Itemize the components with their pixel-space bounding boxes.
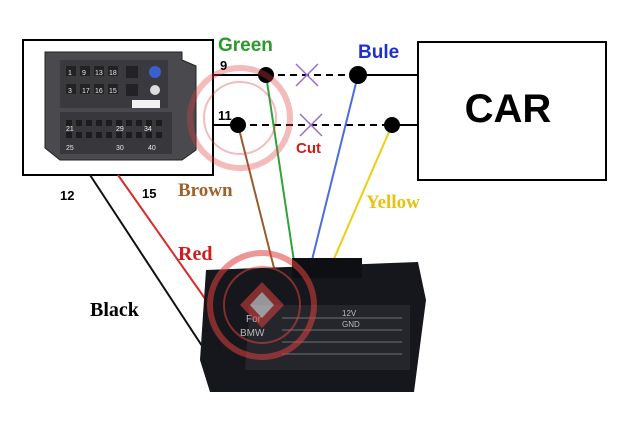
watermark-stamp bbox=[207, 250, 317, 360]
red-label: Red bbox=[178, 243, 212, 265]
module-12v-label: 12V bbox=[342, 309, 357, 318]
pin11-label: 11 bbox=[218, 108, 232, 123]
pin-label: 17 bbox=[82, 88, 90, 95]
brown-label: Brown bbox=[178, 180, 233, 201]
yellow-wire bbox=[329, 124, 393, 269]
junction-dot-blue bbox=[349, 66, 367, 84]
junction-dot-green bbox=[258, 67, 274, 83]
pin-label: 3 bbox=[68, 88, 72, 95]
junction-dot-brown bbox=[230, 117, 246, 133]
pin-label: 21 bbox=[66, 126, 74, 133]
pin-label: 1 bbox=[68, 70, 72, 77]
connector-image: 1 9 13 18 3 17 16 15 21 29 34 25 30 40 bbox=[44, 51, 197, 161]
pin-label: 16 bbox=[95, 88, 103, 95]
pin-label: 34 bbox=[144, 126, 152, 133]
module-for-label: For bbox=[246, 314, 262, 325]
green-wire bbox=[265, 74, 296, 269]
module-gnd-label: GND bbox=[342, 320, 360, 329]
pin-label: 15 bbox=[109, 88, 117, 95]
pin-label: 30 bbox=[116, 145, 124, 152]
black-wire bbox=[89, 174, 207, 353]
black-label: Black bbox=[90, 299, 140, 321]
pin15-label: 15 bbox=[142, 186, 156, 201]
cut-label: Cut bbox=[296, 140, 321, 157]
pin12-label: 12 bbox=[60, 188, 74, 203]
pin9-label: 9 bbox=[220, 58, 227, 73]
red-wire bbox=[117, 174, 207, 301]
pin-label: 40 bbox=[148, 145, 156, 152]
yellow-label: Yellow bbox=[366, 192, 420, 213]
watermark-stamp-top bbox=[187, 65, 293, 171]
module-bmw-label: BMW bbox=[240, 328, 265, 339]
blue-wire bbox=[309, 74, 359, 269]
car-box bbox=[417, 41, 607, 181]
cut-mark-top bbox=[295, 63, 319, 87]
brown-wire bbox=[237, 124, 275, 269]
car-label: CAR bbox=[465, 87, 552, 131]
junction-dot-yellow bbox=[384, 117, 400, 133]
cut-mark-bottom bbox=[299, 113, 323, 137]
pin-label: 13 bbox=[95, 70, 103, 77]
pin-label: 29 bbox=[116, 126, 124, 133]
pin-label: 18 bbox=[109, 70, 117, 77]
green-label: Green bbox=[218, 35, 273, 56]
blue-label: Bule bbox=[358, 42, 399, 63]
pin-label: 25 bbox=[66, 145, 74, 152]
pin-label: 9 bbox=[82, 70, 86, 77]
